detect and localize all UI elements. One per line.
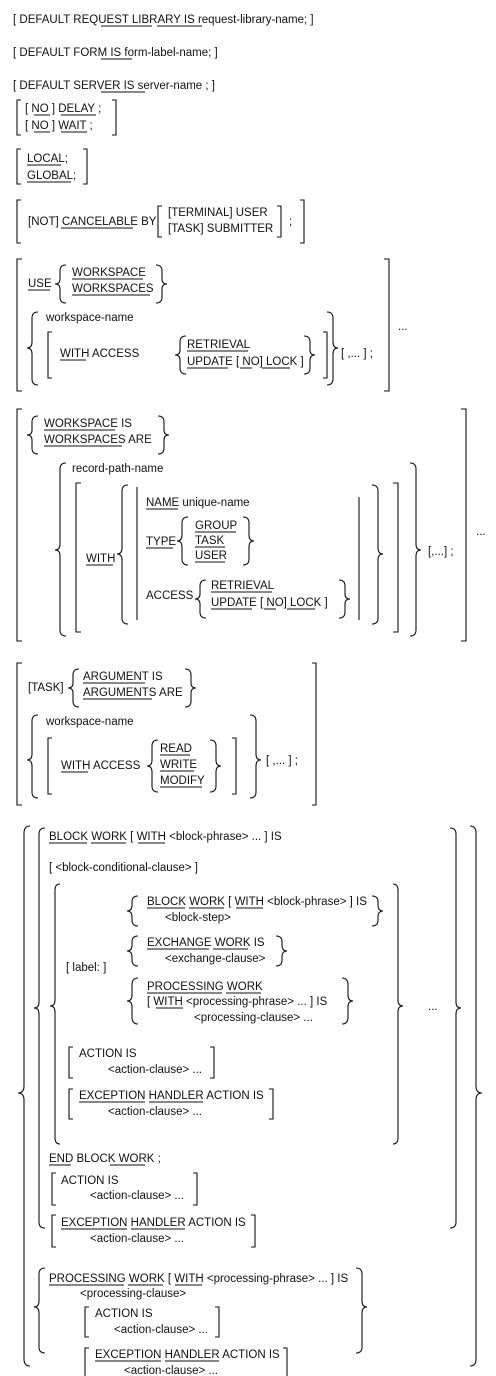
ellipsis: ... xyxy=(398,321,408,333)
action-is-3: ACTION IS xyxy=(95,1308,153,1320)
ellipsis-3: ... xyxy=(428,1001,438,1013)
end-block-work: END BLOCK WORK ; xyxy=(49,1153,161,1165)
action-clause-4: <action-clause> ... xyxy=(90,1233,184,1245)
with-access-clause-2: WITH ACCESS xyxy=(61,760,141,772)
default-form-clause: [ DEFAULT FORM IS form-label-name; ] xyxy=(13,47,218,59)
argument-is-option: ARGUMENT IS xyxy=(83,671,163,683)
action-clause-1: <action-clause> ... xyxy=(108,1064,202,1076)
block-step-term: <block-step> xyxy=(165,912,231,924)
exchange-work: EXCHANGE WORK IS xyxy=(147,937,265,949)
update-lock-option: UPDATE [ NO] LOCK ] xyxy=(187,356,304,368)
action-is-2: ACTION IS xyxy=(61,1175,119,1187)
with-keyword: WITH xyxy=(86,553,115,565)
default-request-library-clause: [ DEFAULT REQUEST LIBRARY IS request-lib… xyxy=(13,14,314,26)
local-option: LOCAL; xyxy=(27,153,68,165)
arguments-are-option: ARGUMENTS ARE xyxy=(83,687,183,699)
workspaces-are-option: WORKSPACES ARE xyxy=(44,434,152,446)
use-keyword: USE xyxy=(28,278,52,290)
exception-handler-3: EXCEPTION HANDLER ACTION IS xyxy=(95,1349,280,1361)
label-option: [ label: ] xyxy=(66,962,106,974)
write-option: WRITE xyxy=(160,759,197,771)
action-clause-6: <action-clause> ... xyxy=(124,1365,218,1376)
read-option: READ xyxy=(160,743,192,755)
processing-clause-term: <processing-clause> xyxy=(80,1288,186,1300)
retrieval-option-2: RETRIEVAL xyxy=(211,580,275,592)
update-lock-option-2: UPDATE [ NO] LOCK ] xyxy=(211,597,328,609)
repeat-comma: [ ,... ] ; xyxy=(341,348,373,360)
task-optional-keyword: [TASK] xyxy=(28,682,64,694)
semicolon: ; xyxy=(289,216,292,228)
processing-clause-dots: <processing-clause> ... xyxy=(194,1012,313,1024)
task-submitter-option: [TASK] SUBMITTER xyxy=(168,223,273,235)
workspace-name-term: workspace-name xyxy=(45,312,134,324)
modify-option: MODIFY xyxy=(160,775,205,787)
workspace-is-option: WORKSPACE IS xyxy=(44,418,132,430)
processing-work: PROCESSING WORK xyxy=(147,981,263,993)
default-server-clause: [ DEFAULT SERVER IS server-name ; ] xyxy=(13,80,215,92)
ellipsis-2: ... xyxy=(476,526,486,538)
workspace-name-term-2: workspace-name xyxy=(45,716,134,728)
retrieval-option: RETRIEVAL xyxy=(187,339,251,351)
repeat-comma-2: [,...] ; xyxy=(428,546,454,558)
record-path-name-term: record-path-name xyxy=(72,463,163,475)
delay-option: [ NO ] DELAY ; xyxy=(25,103,101,115)
user-option: USER xyxy=(195,550,227,562)
with-access-clause: WITH ACCESS xyxy=(60,348,140,360)
action-clause-2: <action-clause> ... xyxy=(108,1106,202,1118)
exception-handler-1: EXCEPTION HANDLER ACTION IS xyxy=(79,1090,264,1102)
type-keyword: TYPE xyxy=(146,536,176,548)
action-is-1: ACTION IS xyxy=(79,1048,137,1060)
name-option: NAME unique-name xyxy=(146,497,250,509)
action-clause-3: <action-clause> ... xyxy=(90,1190,184,1202)
processing-work-line: PROCESSING WORK [ WITH <processing-phras… xyxy=(49,1273,348,1285)
global-option: GLOBAL; xyxy=(27,170,76,182)
block-work-line: BLOCK WORK [ WITH <block-phrase> ... ] I… xyxy=(49,831,282,843)
inner-block-work: BLOCK WORK [ WITH <block-phrase> ] IS xyxy=(147,896,367,908)
repeat-comma-3: [ ,... ] ; xyxy=(266,755,298,767)
exception-handler-2: EXCEPTION HANDLER ACTION IS xyxy=(61,1217,246,1229)
cancelable-clause: [NOT] CANCELABLE BY xyxy=(28,216,157,228)
workspaces-keyword: WORKSPACES xyxy=(72,283,154,295)
terminal-user-option: [TERMINAL] USER xyxy=(168,207,268,219)
task-option: TASK xyxy=(195,535,225,547)
with-processing-phrase: [ WITH <processing-phrase> ... ] IS xyxy=(147,996,328,1008)
block-conditional-clause: [ <block-conditional-clause> ] xyxy=(49,862,198,874)
group-option: GROUP xyxy=(195,520,238,532)
exchange-clause-term: <exchange-clause> xyxy=(165,953,266,965)
access-keyword: ACCESS xyxy=(146,590,194,602)
wait-option: [ NO ] WAIT ; xyxy=(25,120,93,132)
workspace-keyword: WORKSPACE xyxy=(72,267,146,279)
action-clause-5: <action-clause> ... xyxy=(114,1324,208,1336)
